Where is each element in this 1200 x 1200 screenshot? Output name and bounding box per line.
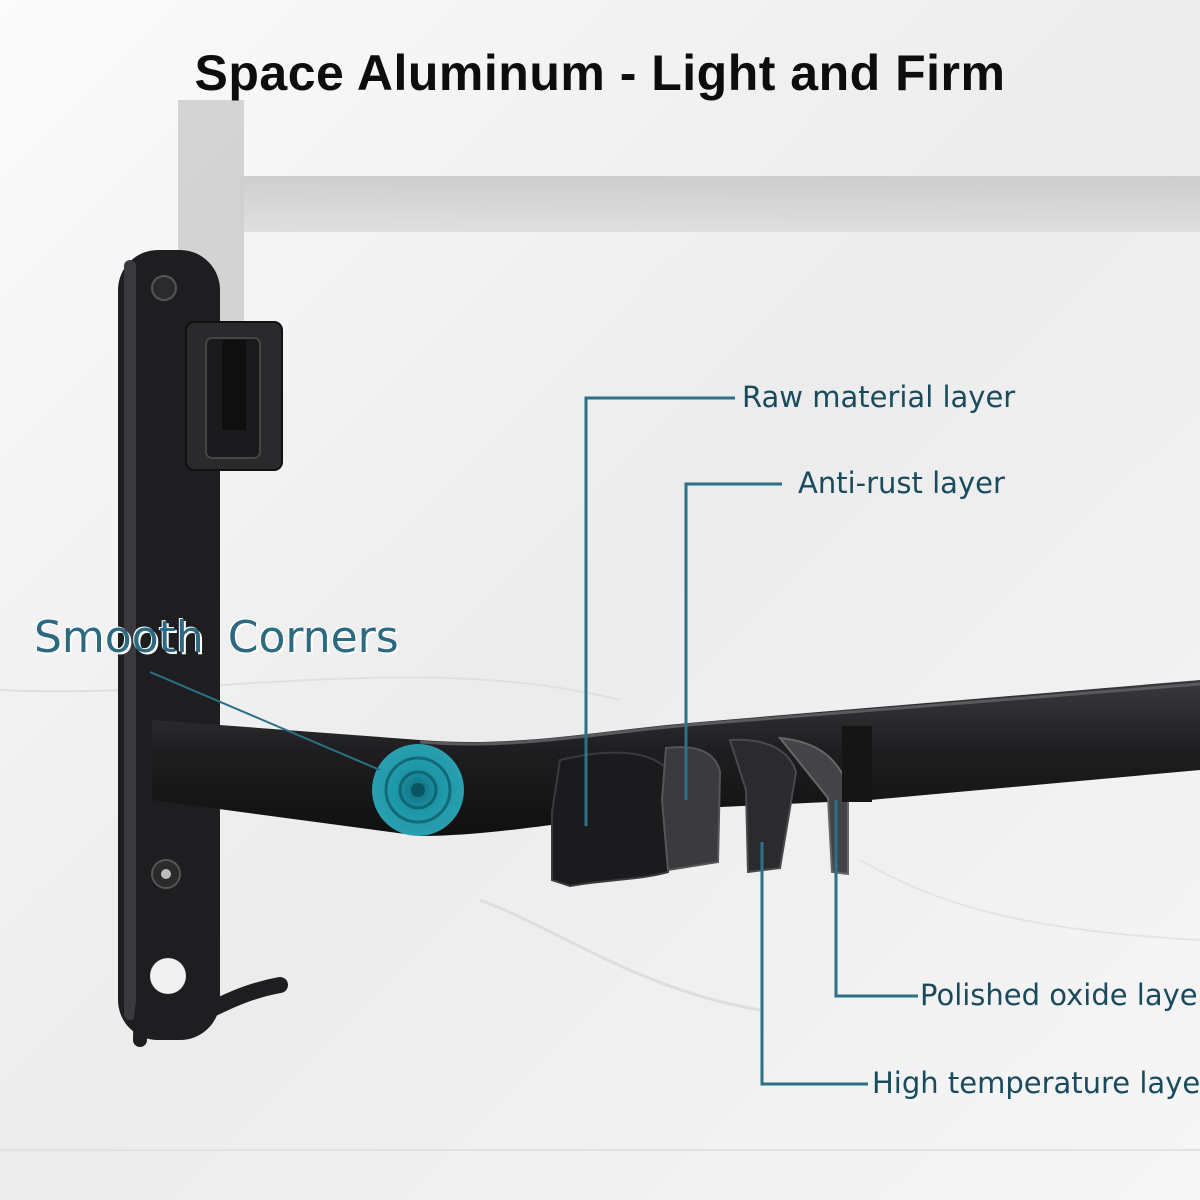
page-title: Space Aluminum - Light and Firm <box>194 45 1006 101</box>
callout-line-polished-oxide <box>834 800 918 998</box>
layer-label-polished-oxide: Polished oxide layer <box>920 978 1200 1012</box>
hook-left <box>133 941 212 1047</box>
upper-bar-ghost <box>240 176 1200 232</box>
marker-ring <box>384 756 452 824</box>
callout-line-high-temperature <box>760 842 868 1086</box>
main-bar-highlight <box>419 682 1200 746</box>
layer-label-high-temperature: High temperature layer <box>872 1066 1200 1100</box>
layer-raw-material <box>551 751 669 888</box>
hook-hole <box>150 958 186 994</box>
marker-ring <box>398 770 438 810</box>
bar-end-cap <box>842 726 872 802</box>
bracket-highlight <box>124 260 136 1020</box>
callout-line-raw-material <box>584 396 735 826</box>
marker-center <box>411 783 425 797</box>
screw-bottom-center <box>161 869 171 879</box>
callout-line-anti-rust <box>684 482 782 800</box>
layer-label-raw-material: Raw material layer <box>742 380 1016 414</box>
screw-top-icon <box>151 275 177 301</box>
layer-polished-oxide <box>728 738 798 874</box>
marble-vein <box>859 859 1200 941</box>
marble-vein <box>0 676 621 701</box>
smooth-corners-label: Smooth Corners <box>34 612 399 663</box>
layer-anti-rust <box>660 746 722 872</box>
smooth-corner-pointer <box>149 671 381 771</box>
marble-vein <box>479 898 761 1012</box>
layer-label-anti-rust: Anti-rust layer <box>798 466 1005 500</box>
layer-high-temperature <box>777 736 849 876</box>
hook-right <box>202 977 288 1018</box>
post-end <box>222 340 246 430</box>
